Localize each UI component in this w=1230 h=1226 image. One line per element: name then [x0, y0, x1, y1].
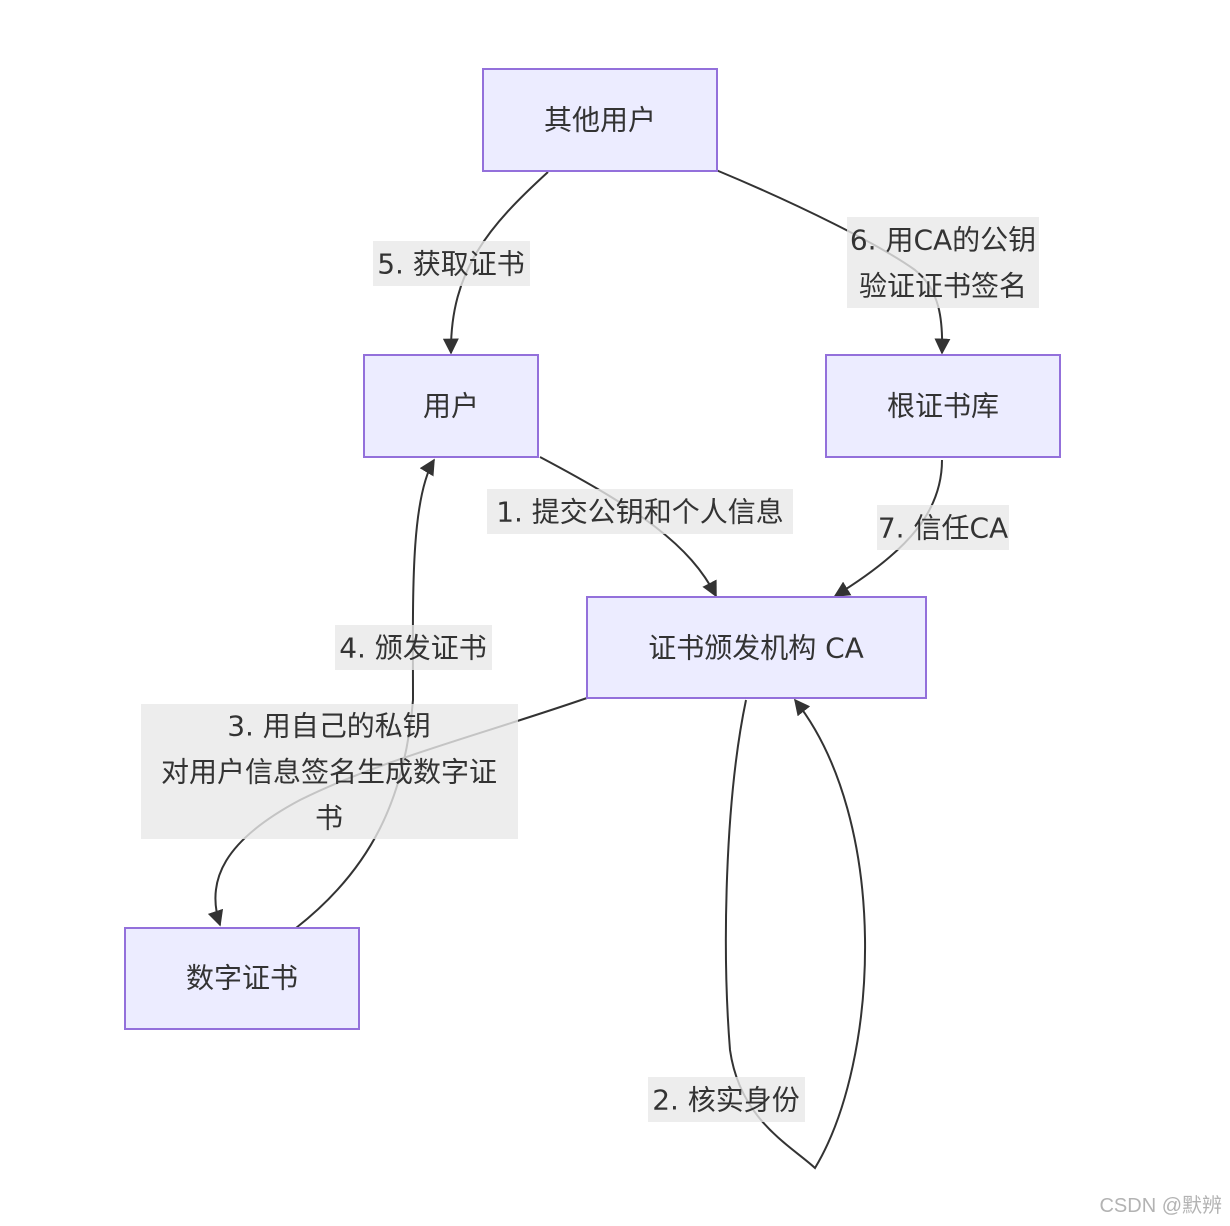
svg-text:根证书库: 根证书库	[887, 390, 999, 423]
edge-label-3: 3. 用自己的私钥 对用户信息签名生成数字证 书	[141, 704, 518, 839]
node-root-cert-store[interactable]: 根证书库	[825, 354, 1061, 458]
edge-label-line: 5. 获取证书	[377, 248, 525, 281]
edge-issue-cert	[295, 458, 435, 929]
edge-label-line: 4. 颁发证书	[339, 632, 487, 665]
edge-label-6: 6. 用CA的公钥 验证证书签名	[847, 217, 1039, 308]
edge-label-1: 1. 提交公钥和个人信息	[487, 489, 793, 534]
svg-text:其他用户: 其他用户	[544, 104, 656, 137]
node-user[interactable]: 用户	[363, 354, 539, 458]
edge-verify-identity	[724, 698, 867, 1170]
node-other-users[interactable]: 其他用户	[482, 68, 718, 172]
edge-label-line: 7. 信任CA	[878, 512, 1008, 545]
edge-label-line: 6. 用CA的公钥	[850, 224, 1036, 257]
edge-label-line: 1. 提交公钥和个人信息	[496, 496, 784, 529]
node-digital-certificate[interactable]: 数字证书	[124, 927, 360, 1030]
svg-text:用户: 用户	[423, 390, 479, 423]
watermark: CSDN @默辨	[1099, 1194, 1222, 1217]
edge-label-line: 3. 用自己的私钥	[227, 710, 431, 743]
svg-text:证书颁发机构 CA: 证书颁发机构 CA	[648, 632, 864, 665]
edge-label-2: 2. 核实身份	[648, 1077, 805, 1122]
node-ca[interactable]: 证书颁发机构 CA	[586, 596, 927, 699]
edge-label-line: 书	[315, 802, 343, 835]
edge-label-line: 2. 核实身份	[652, 1084, 800, 1117]
svg-text:数字证书: 数字证书	[186, 962, 298, 995]
edge-label-7: 7. 信任CA	[877, 505, 1009, 550]
edge-label-line: 验证证书签名	[859, 270, 1027, 303]
edge-label-line: 对用户信息签名生成数字证	[161, 756, 497, 789]
edge-label-5: 5. 获取证书	[373, 241, 530, 286]
edge-label-4: 4. 颁发证书	[335, 625, 492, 670]
